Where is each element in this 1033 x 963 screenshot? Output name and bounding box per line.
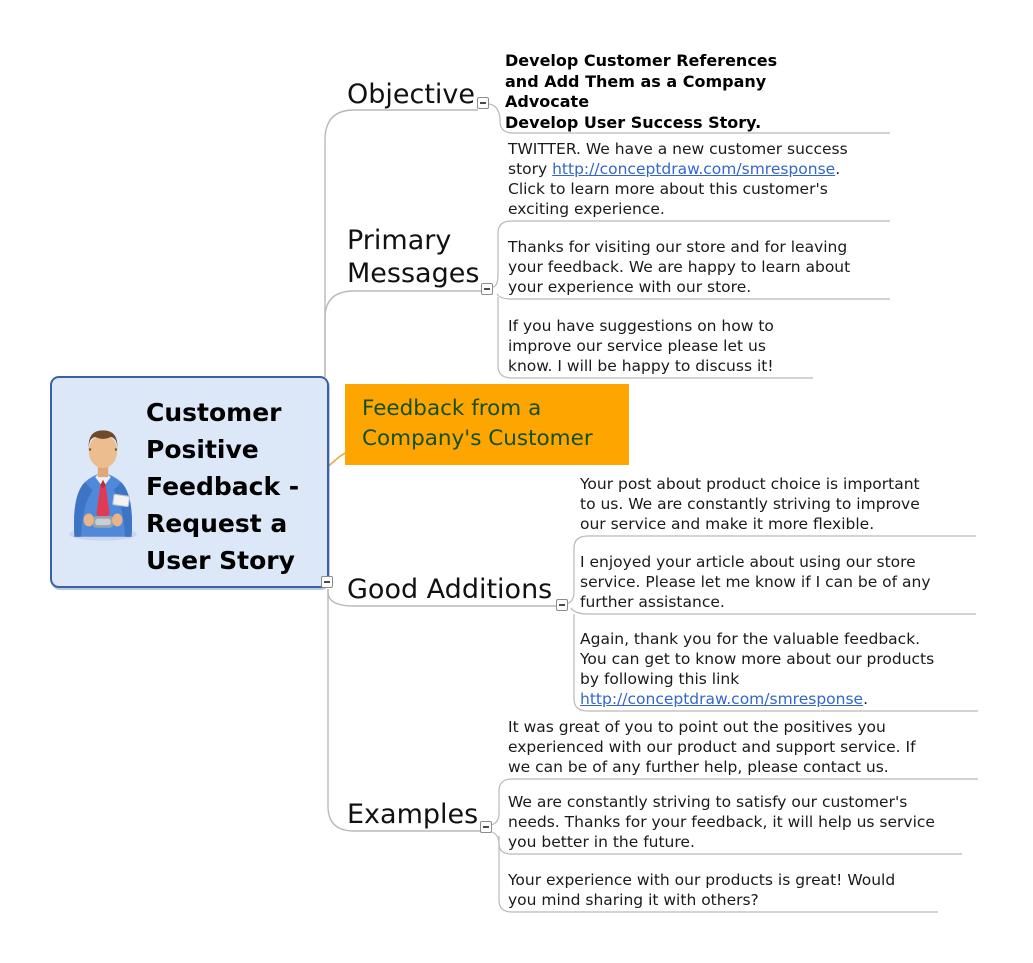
minus-icon [559, 604, 565, 606]
central-topic[interactable]: Customer Positive Feedback - Request a U… [50, 376, 329, 588]
subtopic-line-examples-3 [498, 836, 938, 913]
subtopic-examples-1[interactable]: It was great of you to point out the pos… [508, 718, 916, 776]
subtopic-good-additions-1[interactable]: Your post about product choice is import… [580, 475, 920, 533]
topic-primary-messages[interactable]: Primary Messages [347, 225, 480, 289]
subtopic-line-examples-1 [490, 778, 978, 826]
collapse-button-examples[interactable] [480, 821, 492, 833]
subtopic-line-good-3 [573, 614, 978, 712]
subtopic-good-additions-3[interactable]: Again, thank you for the valuable feedba… [580, 629, 934, 709]
subtopic-objective-1[interactable]: Develop Customer References and Add Them… [505, 51, 778, 132]
subtopic-line-objective-1 [488, 103, 890, 134]
subtopic-text: . [863, 690, 869, 708]
topic-good-additions[interactable]: Good Additions [347, 574, 553, 605]
subtopic-line-primary-2 [496, 293, 890, 300]
topic-feedback-highlight[interactable]: Feedback from a Company's Customer [345, 384, 629, 465]
topic-examples[interactable]: Examples [347, 799, 479, 830]
subtopic-text: TWITTER. We have a new customer success … [508, 140, 848, 178]
topic-objective[interactable]: Objective [347, 79, 476, 110]
subtopic-good-additions-2[interactable]: I enjoyed your article about using our s… [580, 553, 931, 611]
collapse-button-objective[interactable] [477, 97, 489, 109]
subtopic-primary-1[interactable]: TWITTER. We have a new customer success … [508, 139, 848, 219]
subtopic-primary-3[interactable]: If you have suggestions on how to improv… [508, 317, 774, 375]
collapse-button-central[interactable] [321, 576, 333, 588]
businessman-icon [69, 430, 137, 541]
subtopic-primary-2[interactable]: Thanks for visiting our store and for le… [508, 238, 851, 296]
minus-icon [483, 826, 489, 828]
subtopic-line-primary-1 [492, 220, 890, 288]
subtopic-link[interactable]: http://conceptdraw.com/smresponse [580, 690, 864, 708]
branch-line-primary-messages [324, 290, 481, 377]
collapse-button-good-additions[interactable] [556, 599, 568, 611]
subtopic-examples-3[interactable]: Your experience with our products is gre… [508, 871, 896, 909]
subtopic-line-good-1 [565, 535, 976, 605]
central-topic-title: Customer Positive Feedback - Request a U… [146, 398, 300, 575]
subtopic-line-primary-3 [497, 297, 813, 379]
subtopic-text: . Click to learn more about this custome… [508, 160, 841, 218]
minus-icon [480, 102, 486, 104]
subtopic-link[interactable]: http://conceptdraw.com/smresponse [552, 160, 836, 178]
subtopic-line-good-2 [570, 607, 976, 615]
minus-icon [324, 581, 330, 583]
branch-line-objective [324, 109, 478, 377]
branch-line-examples [327, 589, 480, 832]
subtopic-examples-2[interactable]: We are constantly striving to satisfy ou… [508, 793, 935, 851]
subtopic-text: Again, thank you for the valuable feedba… [580, 630, 935, 688]
minus-icon [484, 288, 490, 290]
collapse-button-primary-messages[interactable] [481, 283, 493, 295]
